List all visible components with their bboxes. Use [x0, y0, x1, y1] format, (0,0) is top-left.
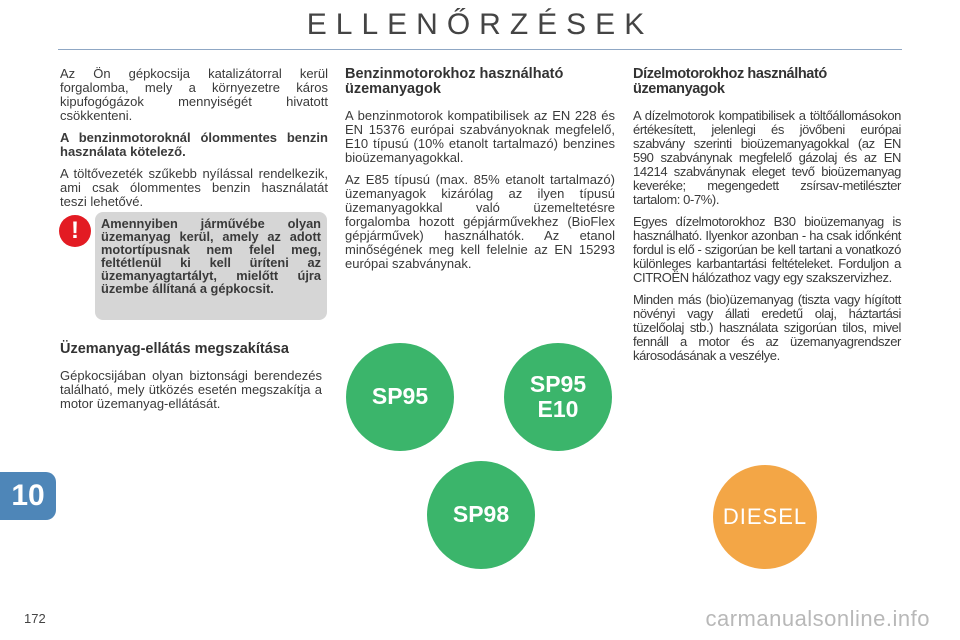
diesel-badge: DIESEL: [713, 465, 817, 569]
intro-paragraph: Az Ön gépkocsija katalizátorral kerül fo…: [60, 66, 328, 123]
sp95-e10-label-line1: SP95: [529, 370, 587, 397]
sp95-e10-badge: SP95 E10: [504, 343, 612, 451]
petrol-fuels-column: Benzinmotorokhoz használható üzemanyagok…: [345, 67, 615, 279]
diesel-fuels-heading: Dízelmotorokhoz használható üzemanyagok: [633, 66, 827, 97]
filler-neck-paragraph: A töltővezeték szűkebb nyílással rendelk…: [60, 166, 328, 209]
warning-box: [95, 212, 327, 320]
diesel-fuels-paragraph-1: A dízelmotorok kompatibilisek a töltőáll…: [633, 108, 901, 207]
watermark: carmanualsonline.info: [705, 606, 930, 631]
petrol-fuels-paragraph-1: A benzinmotorok kompatibilisek az EN 228…: [345, 108, 615, 165]
title-divider: [58, 49, 902, 50]
warning-text: Amennyiben járművébe olyan üzemanyag ker…: [101, 216, 321, 296]
sp98-badge: SP98: [427, 461, 535, 569]
petrol-fuels-heading: Benzinmotorokhoz használható üzemanyagok: [345, 66, 564, 97]
unleaded-requirement: A benzinmotoroknál ólommentes benzin has…: [60, 130, 328, 159]
petrol-fuels-paragraph-2: Az E85 típusú (max. 85% etanolt tartalma…: [345, 172, 615, 271]
fuel-supply-text: Gépkocsijában olyan biztonsági berendezé…: [60, 368, 322, 411]
sp95-badge: SP95: [346, 343, 454, 451]
chapter-tab: 10: [0, 472, 56, 520]
intro-column: Az Ön gépkocsija katalizátorral kerül fo…: [60, 67, 328, 217]
diesel-fuels-paragraph-3: Minden más (bio)üzemanyag (tiszta vagy h…: [633, 292, 901, 363]
diesel-label: DIESEL: [722, 503, 808, 529]
page-number: 172: [24, 611, 46, 626]
fuel-supply-cutoff-section: Üzemanyag-ellátás megszakítása Gépkocsij…: [60, 342, 322, 411]
sp98-label: SP98: [452, 501, 510, 528]
warning-exclamation-icon: !: [59, 215, 91, 247]
diesel-fuels-paragraph-2: Egyes dízelmotorokhoz B30 bioüzemanyag i…: [633, 214, 901, 285]
fuel-supply-heading: Üzemanyag-ellátás megszakítása: [60, 341, 289, 357]
diesel-fuels-column: Dízelmotorokhoz használható üzemanyagok …: [633, 67, 901, 371]
page-title: ELLENŐRZÉSEK: [306, 8, 654, 41]
sp95-e10-label-line2: E10: [537, 396, 579, 422]
sp95-label: SP95: [371, 383, 429, 410]
